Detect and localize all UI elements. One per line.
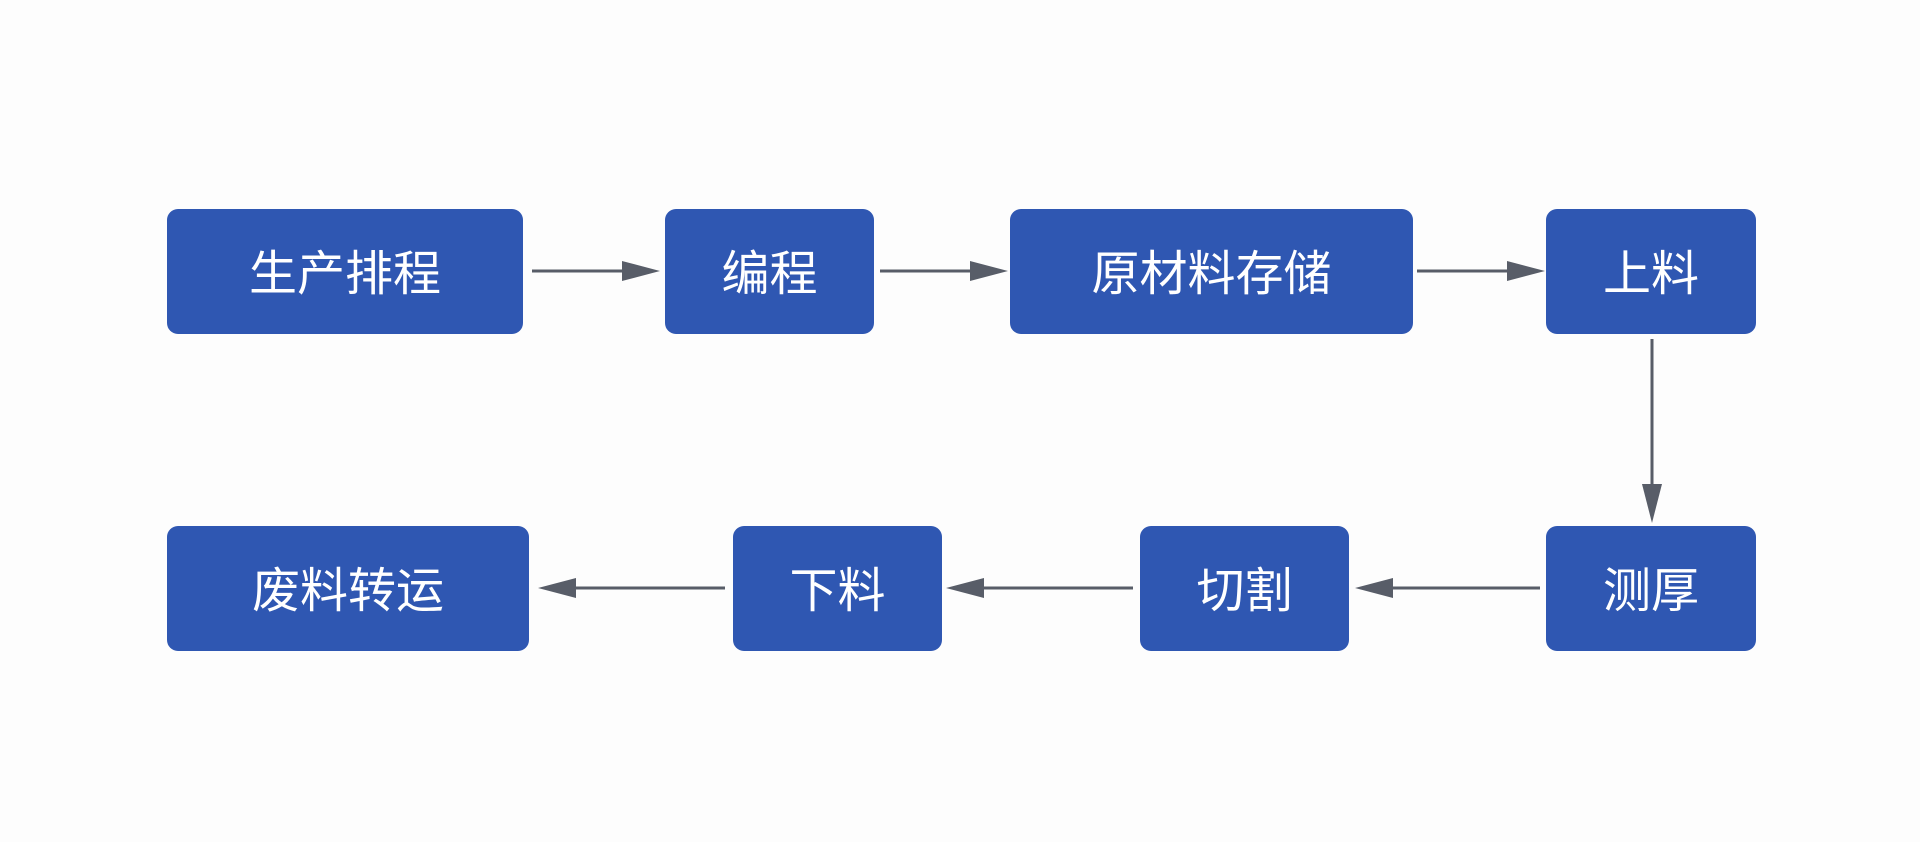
node-label: 下料	[789, 562, 886, 619]
node-label: 生产排程	[248, 245, 441, 302]
node-label: 切割	[1196, 562, 1293, 619]
edge-thickness-measurement-to-cutting	[1355, 578, 1540, 598]
node-label: 测厚	[1602, 562, 1699, 619]
node-unloading[interactable]: 下料	[733, 526, 942, 651]
node-label: 原材料存储	[1091, 245, 1332, 302]
node-programming[interactable]: 编程	[665, 209, 874, 334]
node-loading[interactable]: 上料	[1546, 209, 1756, 334]
edge-programming-to-raw-material-storage	[880, 261, 1008, 281]
edge-loading-to-thickness-measurement	[1642, 339, 1662, 523]
edge-unloading-to-scrap-transfer	[538, 578, 725, 598]
edge-cutting-to-unloading	[946, 578, 1133, 598]
node-production-scheduling[interactable]: 生产排程	[167, 209, 523, 334]
node-label: 编程	[721, 245, 818, 302]
node-thickness-measurement[interactable]: 测厚	[1546, 526, 1756, 651]
edge-production-scheduling-to-programming	[532, 261, 660, 281]
node-label: 上料	[1602, 245, 1699, 302]
node-scrap-transfer[interactable]: 废料转运	[167, 526, 529, 651]
edge-raw-material-storage-to-loading	[1417, 261, 1545, 281]
node-cutting[interactable]: 切割	[1140, 526, 1349, 651]
node-raw-material-storage[interactable]: 原材料存储	[1010, 209, 1413, 334]
node-label: 废料转运	[251, 562, 444, 619]
